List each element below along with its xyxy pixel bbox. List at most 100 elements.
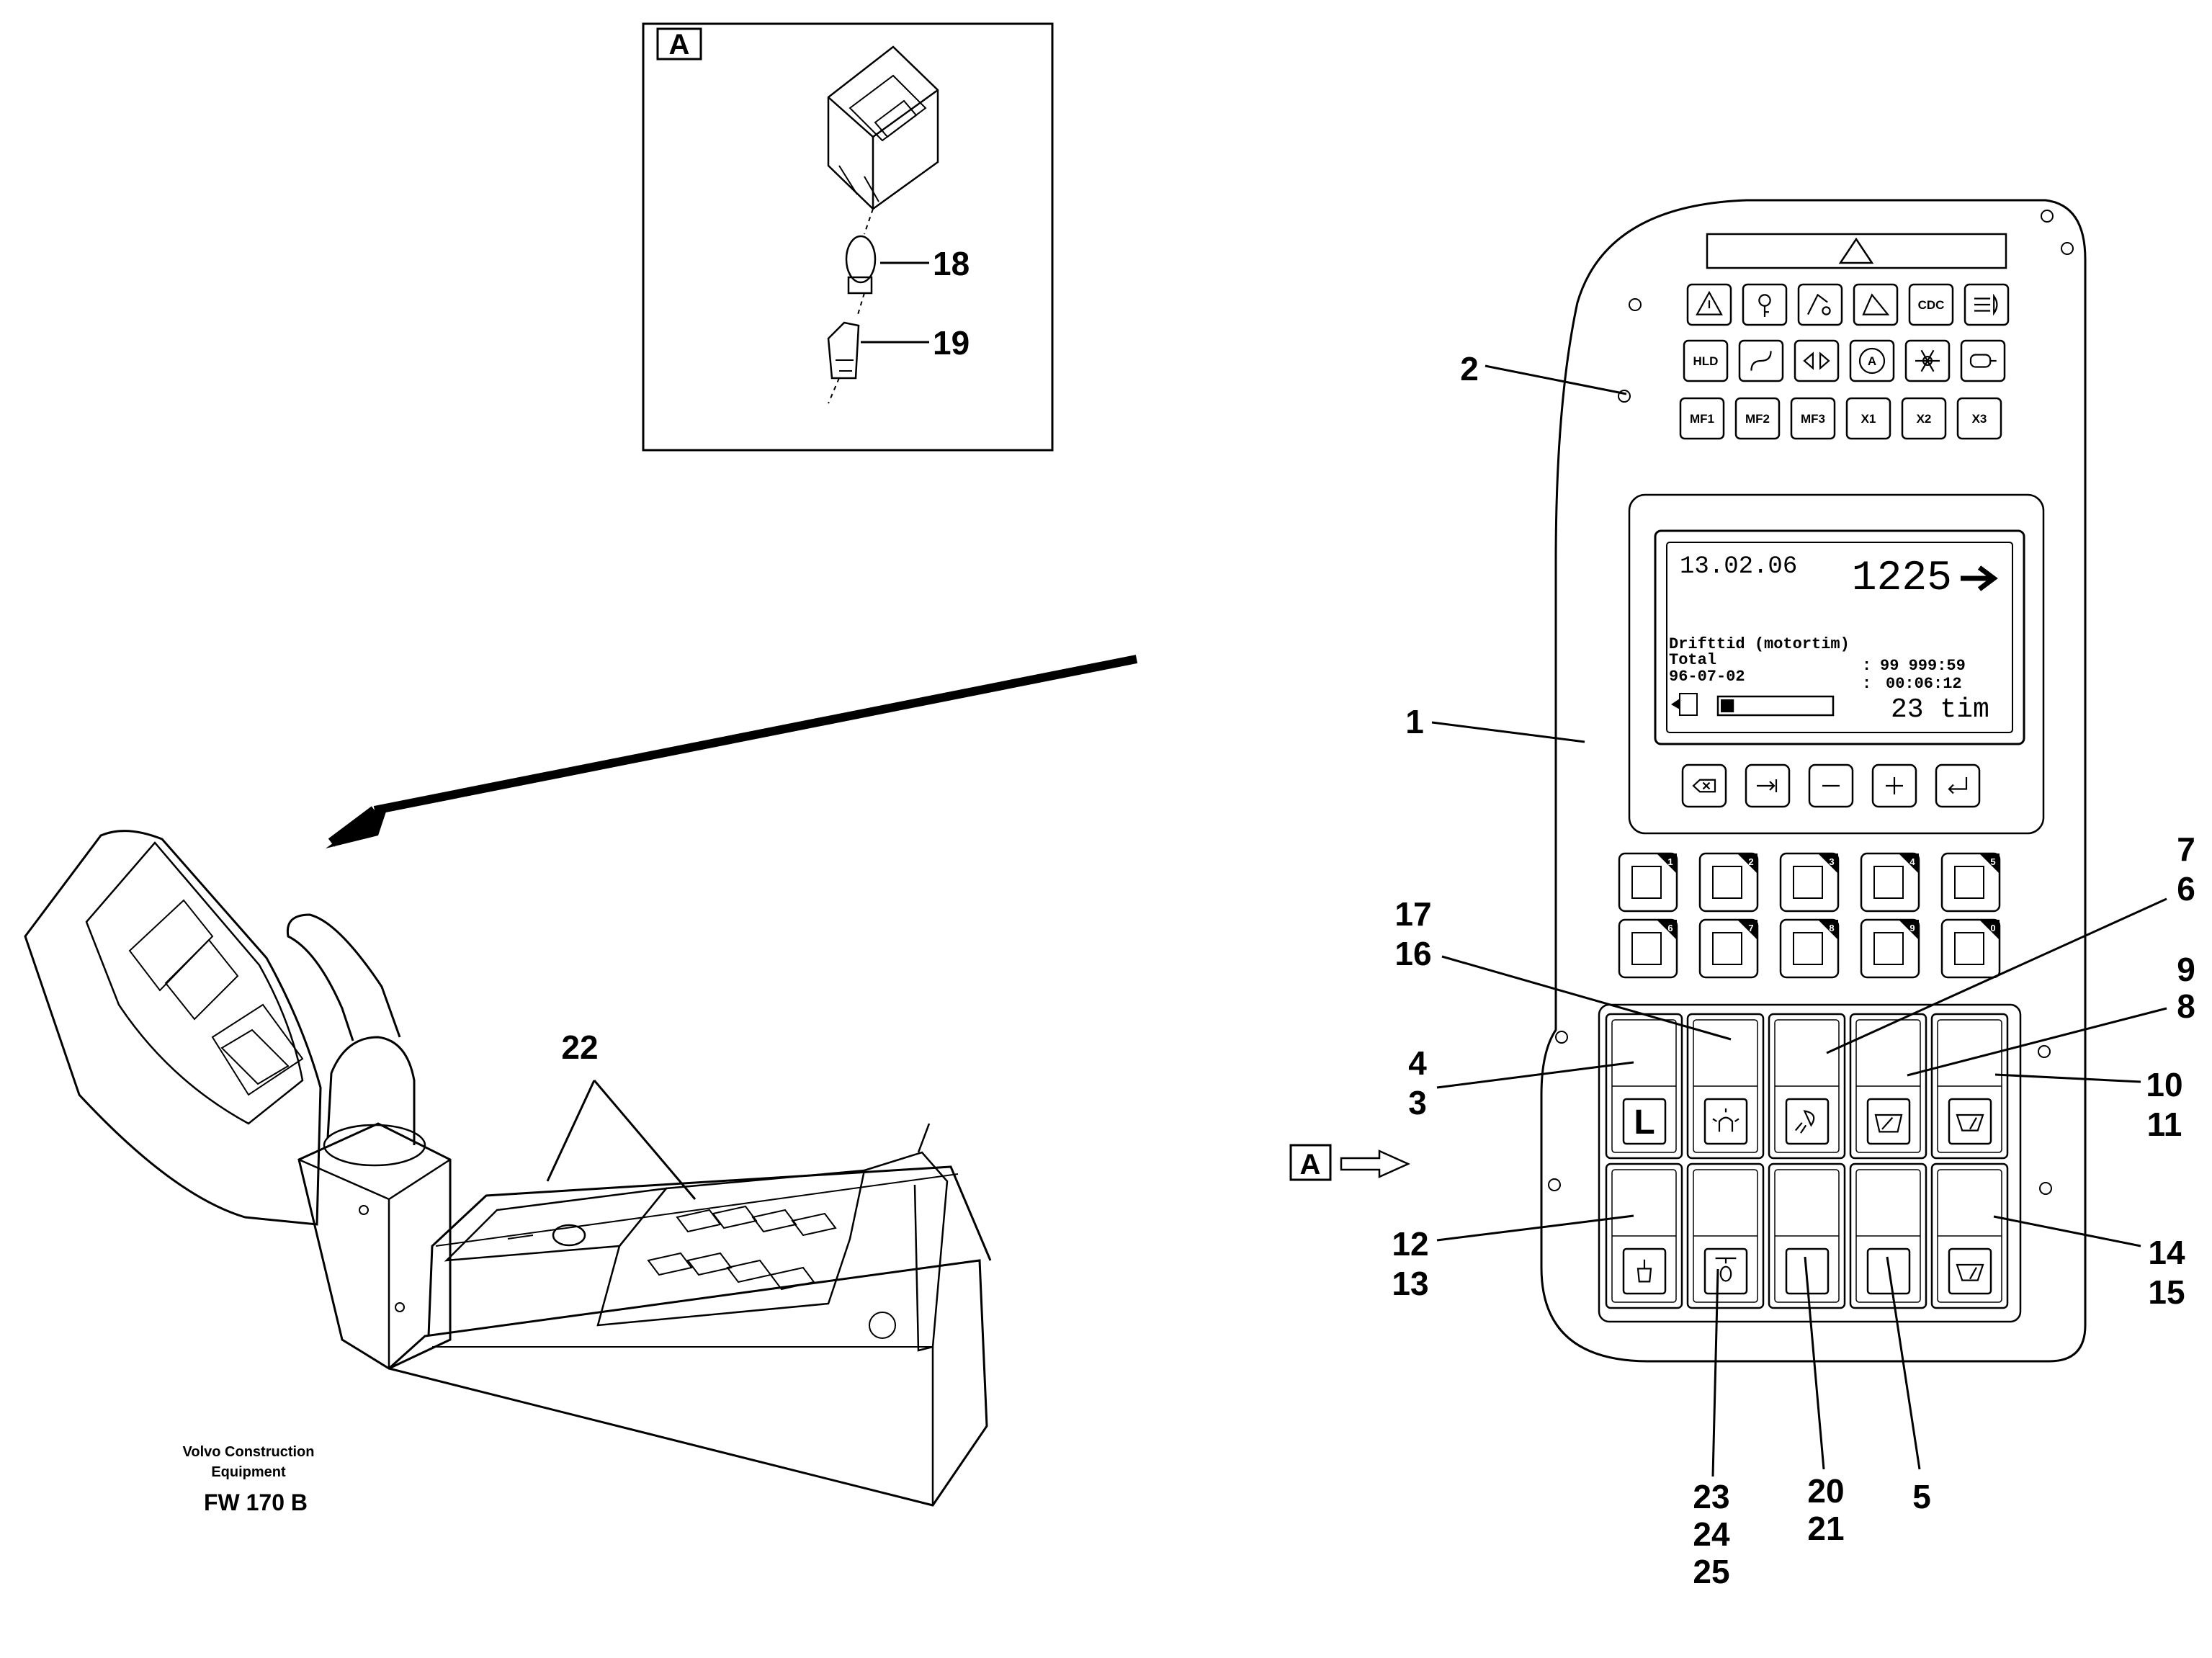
- rocker-switch[interactable]: [1768, 1162, 1846, 1309]
- callout-19: 19: [933, 324, 970, 362]
- menu-key[interactable]: 7: [1698, 918, 1759, 979]
- rocker-switch[interactable]: [1686, 1013, 1765, 1160]
- lcd-row1-value: 99 999:59: [1880, 657, 1966, 675]
- warning-strip: [1706, 233, 2007, 269]
- callout-21: 21: [1807, 1510, 1844, 1547]
- indicator-button-label: X1: [1861, 412, 1876, 426]
- lcd-row2-sep: :: [1862, 675, 1871, 693]
- indicator-button[interactable]: [1853, 283, 1899, 326]
- menu-key-number: 9: [1909, 923, 1915, 933]
- indicator-button-label: A: [1868, 354, 1876, 368]
- tab-key[interactable]: [1745, 763, 1791, 808]
- indicator-button[interactable]: MF3: [1790, 397, 1836, 440]
- rocker-switch[interactable]: [1849, 1013, 1927, 1160]
- menu-key[interactable]: 4: [1860, 852, 1920, 913]
- rocker-switch-grid: L: [1605, 1013, 2009, 1309]
- warning-strip-icon: [1838, 237, 1874, 264]
- fuel-gauge: [1716, 695, 1835, 717]
- callout-20: 20: [1807, 1472, 1844, 1510]
- indicator-button[interactable]: [1964, 283, 2010, 326]
- rocker-switch[interactable]: L: [1605, 1013, 1683, 1160]
- key-icon: [1758, 294, 1771, 317]
- indicator-button[interactable]: MF1: [1679, 397, 1725, 440]
- indicator-button[interactable]: X2: [1901, 397, 1947, 440]
- enter-key[interactable]: [1935, 763, 1981, 808]
- fuel-pump-icon: [1671, 693, 1698, 716]
- menu-key[interactable]: 1: [1618, 852, 1678, 913]
- panel-leader-lines: [1431, 364, 2167, 1477]
- indicator-button[interactable]: A: [1849, 339, 1895, 382]
- lcd-date: 13.02.06: [1680, 553, 1797, 581]
- display-keypad: [1681, 763, 1981, 808]
- indicator-button-label: MF2: [1745, 412, 1770, 426]
- menu-key[interactable]: 8: [1779, 918, 1840, 979]
- menu-key-number: 0: [1990, 923, 1995, 933]
- indicator-button[interactable]: X3: [1956, 397, 2002, 440]
- menu-key[interactable]: 5: [1940, 852, 2001, 913]
- callout-22: 22: [561, 1029, 598, 1066]
- callout-13: 13: [1392, 1265, 1428, 1302]
- callout-24: 24: [1693, 1515, 1730, 1553]
- menu-key[interactable]: 0: [1940, 918, 2001, 979]
- callout-4: 4: [1408, 1044, 1427, 1082]
- callout-18: 18: [933, 245, 970, 282]
- rocker-switch[interactable]: [1849, 1162, 1927, 1309]
- leader-22b: [593, 1080, 697, 1200]
- plus-key[interactable]: [1871, 763, 1917, 808]
- indicator-button-label: HLD: [1693, 354, 1719, 368]
- backspace-icon: [1692, 779, 1716, 793]
- seat-icon: [1715, 1257, 1737, 1282]
- credit-code: FW 170 B: [204, 1489, 308, 1515]
- display-housing: [1628, 493, 2045, 835]
- rocker-switch[interactable]: [1686, 1162, 1765, 1309]
- rocker-switch-drawing: [827, 45, 939, 210]
- backspace-key[interactable]: [1681, 763, 1727, 808]
- lcd-frame: [1654, 529, 2025, 745]
- indicator-button-label: CDC: [1918, 298, 1945, 312]
- indicator-button[interactable]: [1794, 339, 1840, 382]
- indicator-button-label: MF1: [1690, 412, 1714, 426]
- indicator-button[interactable]: X1: [1845, 397, 1891, 440]
- menu-key[interactable]: 9: [1860, 918, 1920, 979]
- fuel-gauge-fill: [1721, 699, 1734, 712]
- indicator-button[interactable]: MF2: [1734, 397, 1781, 440]
- panel-callouts: 2 1 17 16 7 6 4 3 9 8 10 11 12 13 14 15 …: [1392, 350, 2195, 1590]
- indicator-button[interactable]: [1904, 339, 1951, 382]
- wiper-icon: [1956, 1263, 1984, 1281]
- minus-key[interactable]: [1808, 763, 1854, 808]
- rocker-switch[interactable]: [1930, 1013, 2009, 1160]
- callout-6: 6: [2177, 870, 2195, 908]
- indicator-button[interactable]: [1742, 283, 1788, 326]
- indicator-button[interactable]: [1738, 339, 1784, 382]
- heater-icon: [1969, 354, 1997, 368]
- beacon-icon: [1712, 1108, 1739, 1132]
- credit-line1: Volvo Construction: [183, 1444, 315, 1460]
- menu-key[interactable]: 3: [1779, 852, 1840, 913]
- warning-icon: [1696, 290, 1723, 315]
- indicator-button[interactable]: [1960, 339, 2006, 382]
- indicator-button[interactable]: CDC: [1908, 283, 1954, 326]
- arrow-right-icon: [1961, 565, 1998, 591]
- indicator-button[interactable]: [1686, 283, 1732, 326]
- callout-23: 23: [1693, 1478, 1729, 1515]
- menu-key[interactable]: 6: [1618, 918, 1678, 979]
- switch-label: L: [1634, 1103, 1654, 1142]
- rocker-switch[interactable]: [1930, 1162, 2009, 1309]
- indicator-button[interactable]: HLD: [1683, 339, 1729, 382]
- arrows-lr-icon: [1803, 351, 1830, 370]
- bucket-icon: [1636, 1259, 1652, 1283]
- leader-22a: [546, 1080, 596, 1182]
- indicator-button[interactable]: [1797, 283, 1843, 326]
- callout-9: 9: [2177, 951, 2195, 988]
- menu-key-number: 2: [1748, 856, 1753, 867]
- lcd-row1-label: Total: [1669, 651, 1716, 669]
- menu-key[interactable]: 2: [1698, 852, 1759, 913]
- rocker-switch[interactable]: [1768, 1013, 1846, 1160]
- callout-3: 3: [1408, 1084, 1427, 1121]
- detail-box-a: A 18 19: [642, 22, 1054, 452]
- callout-14: 14: [2148, 1234, 2185, 1271]
- rocker-switch[interactable]: [1605, 1162, 1683, 1309]
